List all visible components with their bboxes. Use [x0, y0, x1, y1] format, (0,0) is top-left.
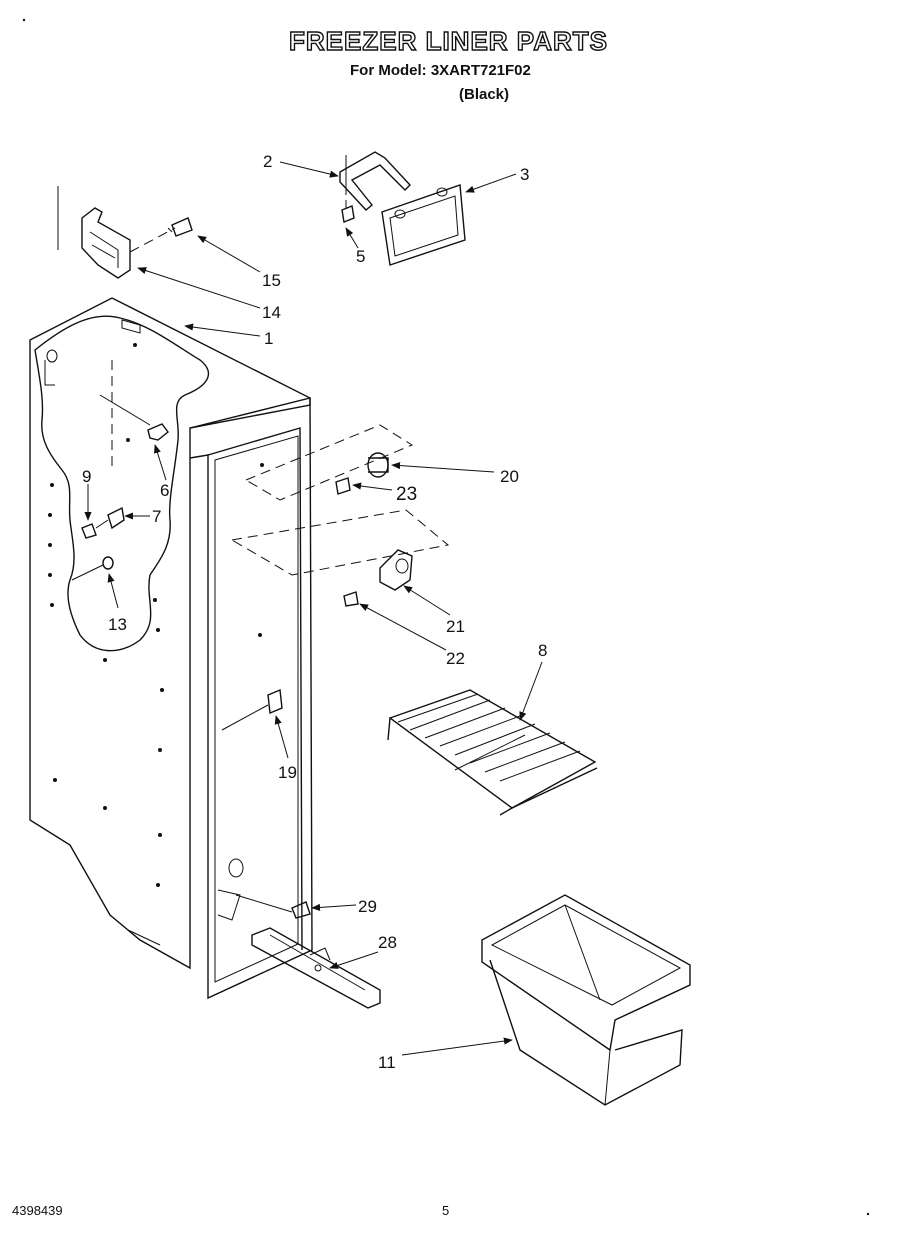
callout-8: 8 [538, 641, 547, 660]
bracket-part-14 [81, 207, 131, 279]
callout-19: 19 [278, 763, 297, 782]
model-line: For Model: 3XART721F02 [350, 62, 531, 79]
color-line: (Black) [459, 86, 510, 103]
callout-21: 21 [446, 617, 465, 636]
callout-6: 6 [160, 481, 169, 500]
page-title: FREEZER LINER PARTS [288, 25, 608, 56]
bracket-part-21 [379, 549, 413, 591]
callout-28: 28 [378, 933, 397, 952]
screw-part-13 [102, 556, 114, 570]
callout-20: 20 [500, 467, 519, 486]
rail-part-28 [251, 927, 381, 1009]
screw-part-22 [343, 591, 359, 607]
freezer-liner [29, 186, 313, 1000]
ice-bin-part-11 [481, 894, 691, 1106]
callout-13: 13 [108, 615, 127, 634]
callout-3: 3 [520, 165, 529, 184]
bracket-part-2 [339, 151, 411, 211]
screw-part-15 [167, 217, 193, 237]
screw-part-23 [335, 477, 351, 495]
screw-part-9 [81, 523, 97, 539]
wire-shelf-part-8 [387, 689, 598, 816]
callout-2: 2 [263, 152, 272, 171]
page-number: 5 [442, 1203, 450, 1218]
screw-part-29 [291, 901, 311, 919]
callout-labels: 1 2 3 5 6 7 8 9 11 13 14 15 19 20 21 22 … [82, 152, 547, 1072]
bracket-part-20 [367, 452, 389, 478]
shield-part-3 [381, 184, 466, 266]
liner-holes [48, 343, 264, 887]
callout-15: 15 [262, 271, 281, 290]
part-19 [221, 688, 283, 731]
document-number: 4398439 [12, 1203, 63, 1218]
callout-29: 29 [358, 897, 377, 916]
callout-leaders [84, 161, 543, 1056]
callout-11: 11 [378, 1053, 396, 1072]
callout-22: 22 [446, 649, 465, 668]
callout-23: 23 [396, 484, 417, 505]
screw-part-5 [341, 200, 355, 223]
callout-7: 7 [152, 507, 161, 526]
clip-part-7 [107, 506, 125, 530]
callout-5: 5 [356, 247, 365, 266]
callout-14: 14 [262, 303, 281, 322]
clip-part-6 [147, 423, 169, 441]
callout-9: 9 [82, 467, 91, 486]
callout-1: 1 [264, 329, 273, 348]
